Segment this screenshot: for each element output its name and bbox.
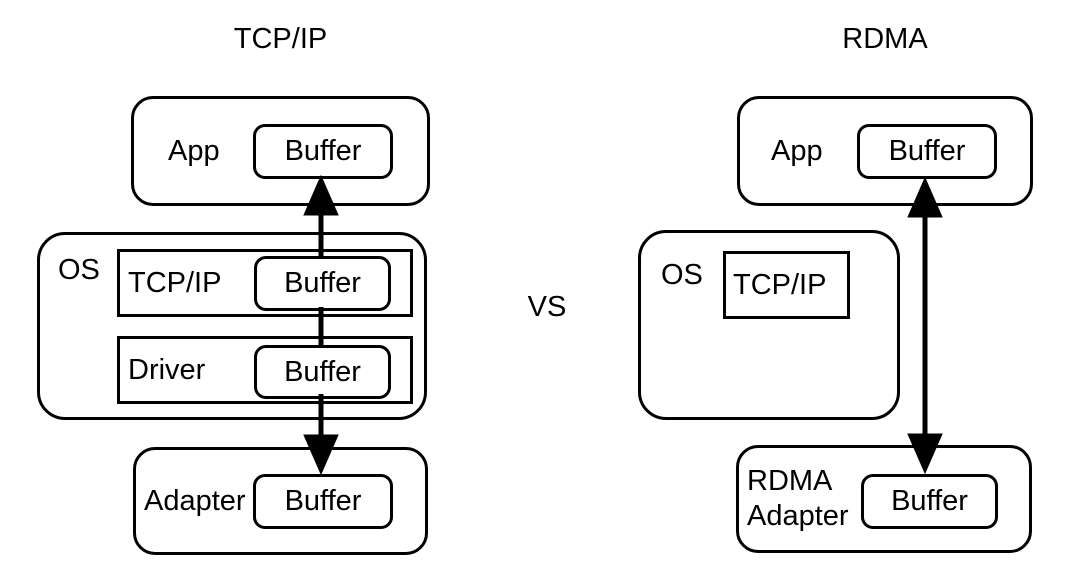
tcpip-adapter-box: Adapter Buffer (133, 447, 428, 555)
rdma-os-box: OS TCP/IP (638, 230, 900, 420)
vs-label: VS (527, 291, 567, 323)
rdma-app-label: App (771, 134, 823, 167)
rdma-os-label: OS (661, 259, 703, 291)
tcpip-adapter-buffer-box: Buffer (253, 474, 393, 529)
rdma-adapter-label: RDMA Adapter (747, 464, 849, 534)
rdma-tcpip-layer-label: TCP/IP (733, 268, 827, 301)
tcpip-app-box: App Buffer (131, 96, 430, 206)
tcpip-layer-row: TCP/IP Buffer (117, 249, 413, 317)
tcpip-adapter-label: Adapter (144, 484, 246, 517)
rdma-app-box: App Buffer (737, 96, 1033, 206)
rdma-adapter-buffer-box: Buffer (861, 474, 998, 529)
tcpip-os-label: OS (58, 254, 100, 286)
tcpip-layer-buffer-box: Buffer (254, 256, 391, 311)
tcpip-stack-title: TCP/IP (233, 23, 328, 55)
tcpip-app-buffer-box: Buffer (253, 124, 393, 179)
driver-layer-buffer-box: Buffer (254, 345, 391, 399)
rdma-adapter-label-line1: RDMA (747, 465, 833, 497)
tcpip-layer-label: TCP/IP (128, 266, 222, 299)
rdma-adapter-label-line2: Adapter (747, 500, 849, 532)
driver-layer-row: Driver Buffer (117, 336, 413, 404)
driver-layer-label: Driver (128, 353, 206, 386)
tcpip-app-label: App (168, 134, 220, 167)
rdma-app-buffer-box: Buffer (857, 124, 997, 179)
rdma-stack-title: RDMA (842, 23, 928, 55)
tcpip-os-box: OS TCP/IP Buffer Driver Buffer (37, 232, 427, 420)
rdma-tcpip-layer-rect: TCP/IP (723, 251, 850, 319)
rdma-adapter-box: RDMA Adapter Buffer (736, 445, 1032, 553)
rdma-bidirectional-arrow (907, 176, 943, 475)
